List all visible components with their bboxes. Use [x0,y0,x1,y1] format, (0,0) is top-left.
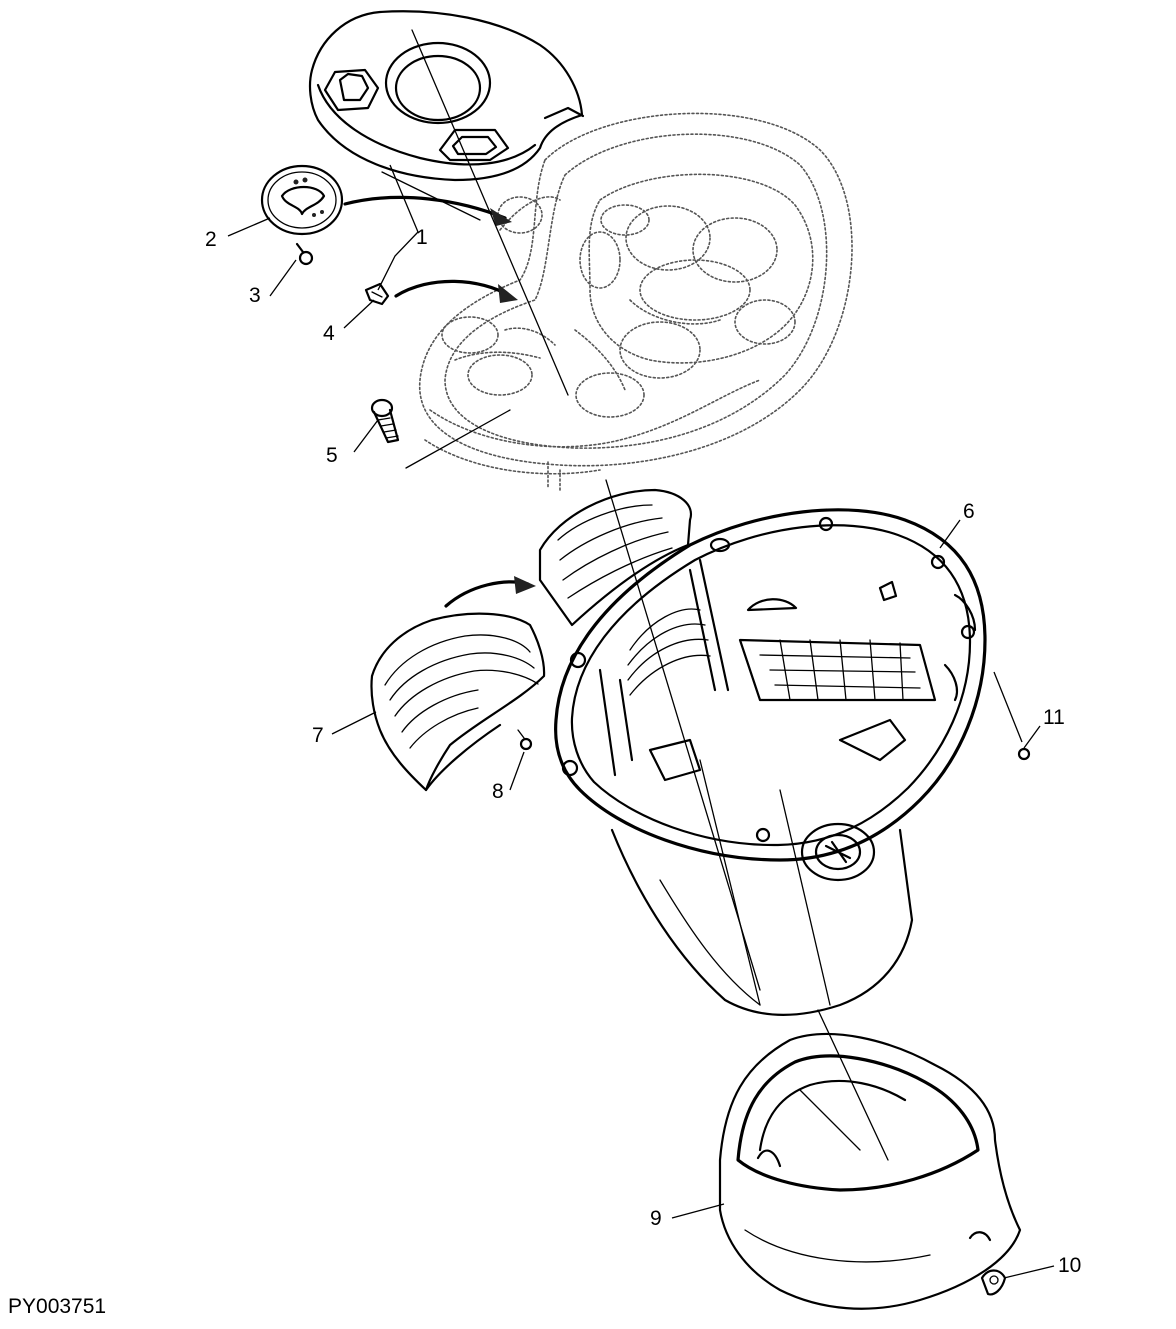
callout-label-9: 9 [650,1207,662,1230]
callout-label-1: 1 [416,226,428,249]
callout-label-11: 11 [1043,706,1065,729]
part-7-vent-grille [370,612,546,792]
part-2-round-plate [260,164,344,236]
ghost-instrument-cluster [418,112,853,491]
callout-label-2: 2 [205,228,217,251]
callout-label-3: 3 [249,284,261,307]
part-10-clip [980,1269,1007,1296]
part-9-lower-cover [718,1032,1022,1310]
callout-label-4: 4 [323,322,335,345]
part-1-top-cover [308,10,585,182]
callout-label-5: 5 [326,444,338,467]
part-5-bolt [370,398,400,444]
leader-lines [227,164,1055,1279]
part-6-main-housing [538,488,987,1016]
alignment-lines [381,29,889,1161]
part-8-screw [517,729,533,751]
callout-labels: 1 2 3 4 5 6 7 8 9 10 11 [205,226,1081,1277]
callout-label-8: 8 [492,780,504,803]
callout-label-7: 7 [312,724,324,747]
part-4-clip-nut [364,282,390,306]
figure-id: PY003751 [8,1295,106,1318]
assembly-arrows [343,195,536,608]
callout-label-6: 6 [963,500,975,523]
part-3-screw [295,242,314,266]
part-11-screw [1017,747,1031,761]
callout-label-10: 10 [1058,1254,1081,1277]
